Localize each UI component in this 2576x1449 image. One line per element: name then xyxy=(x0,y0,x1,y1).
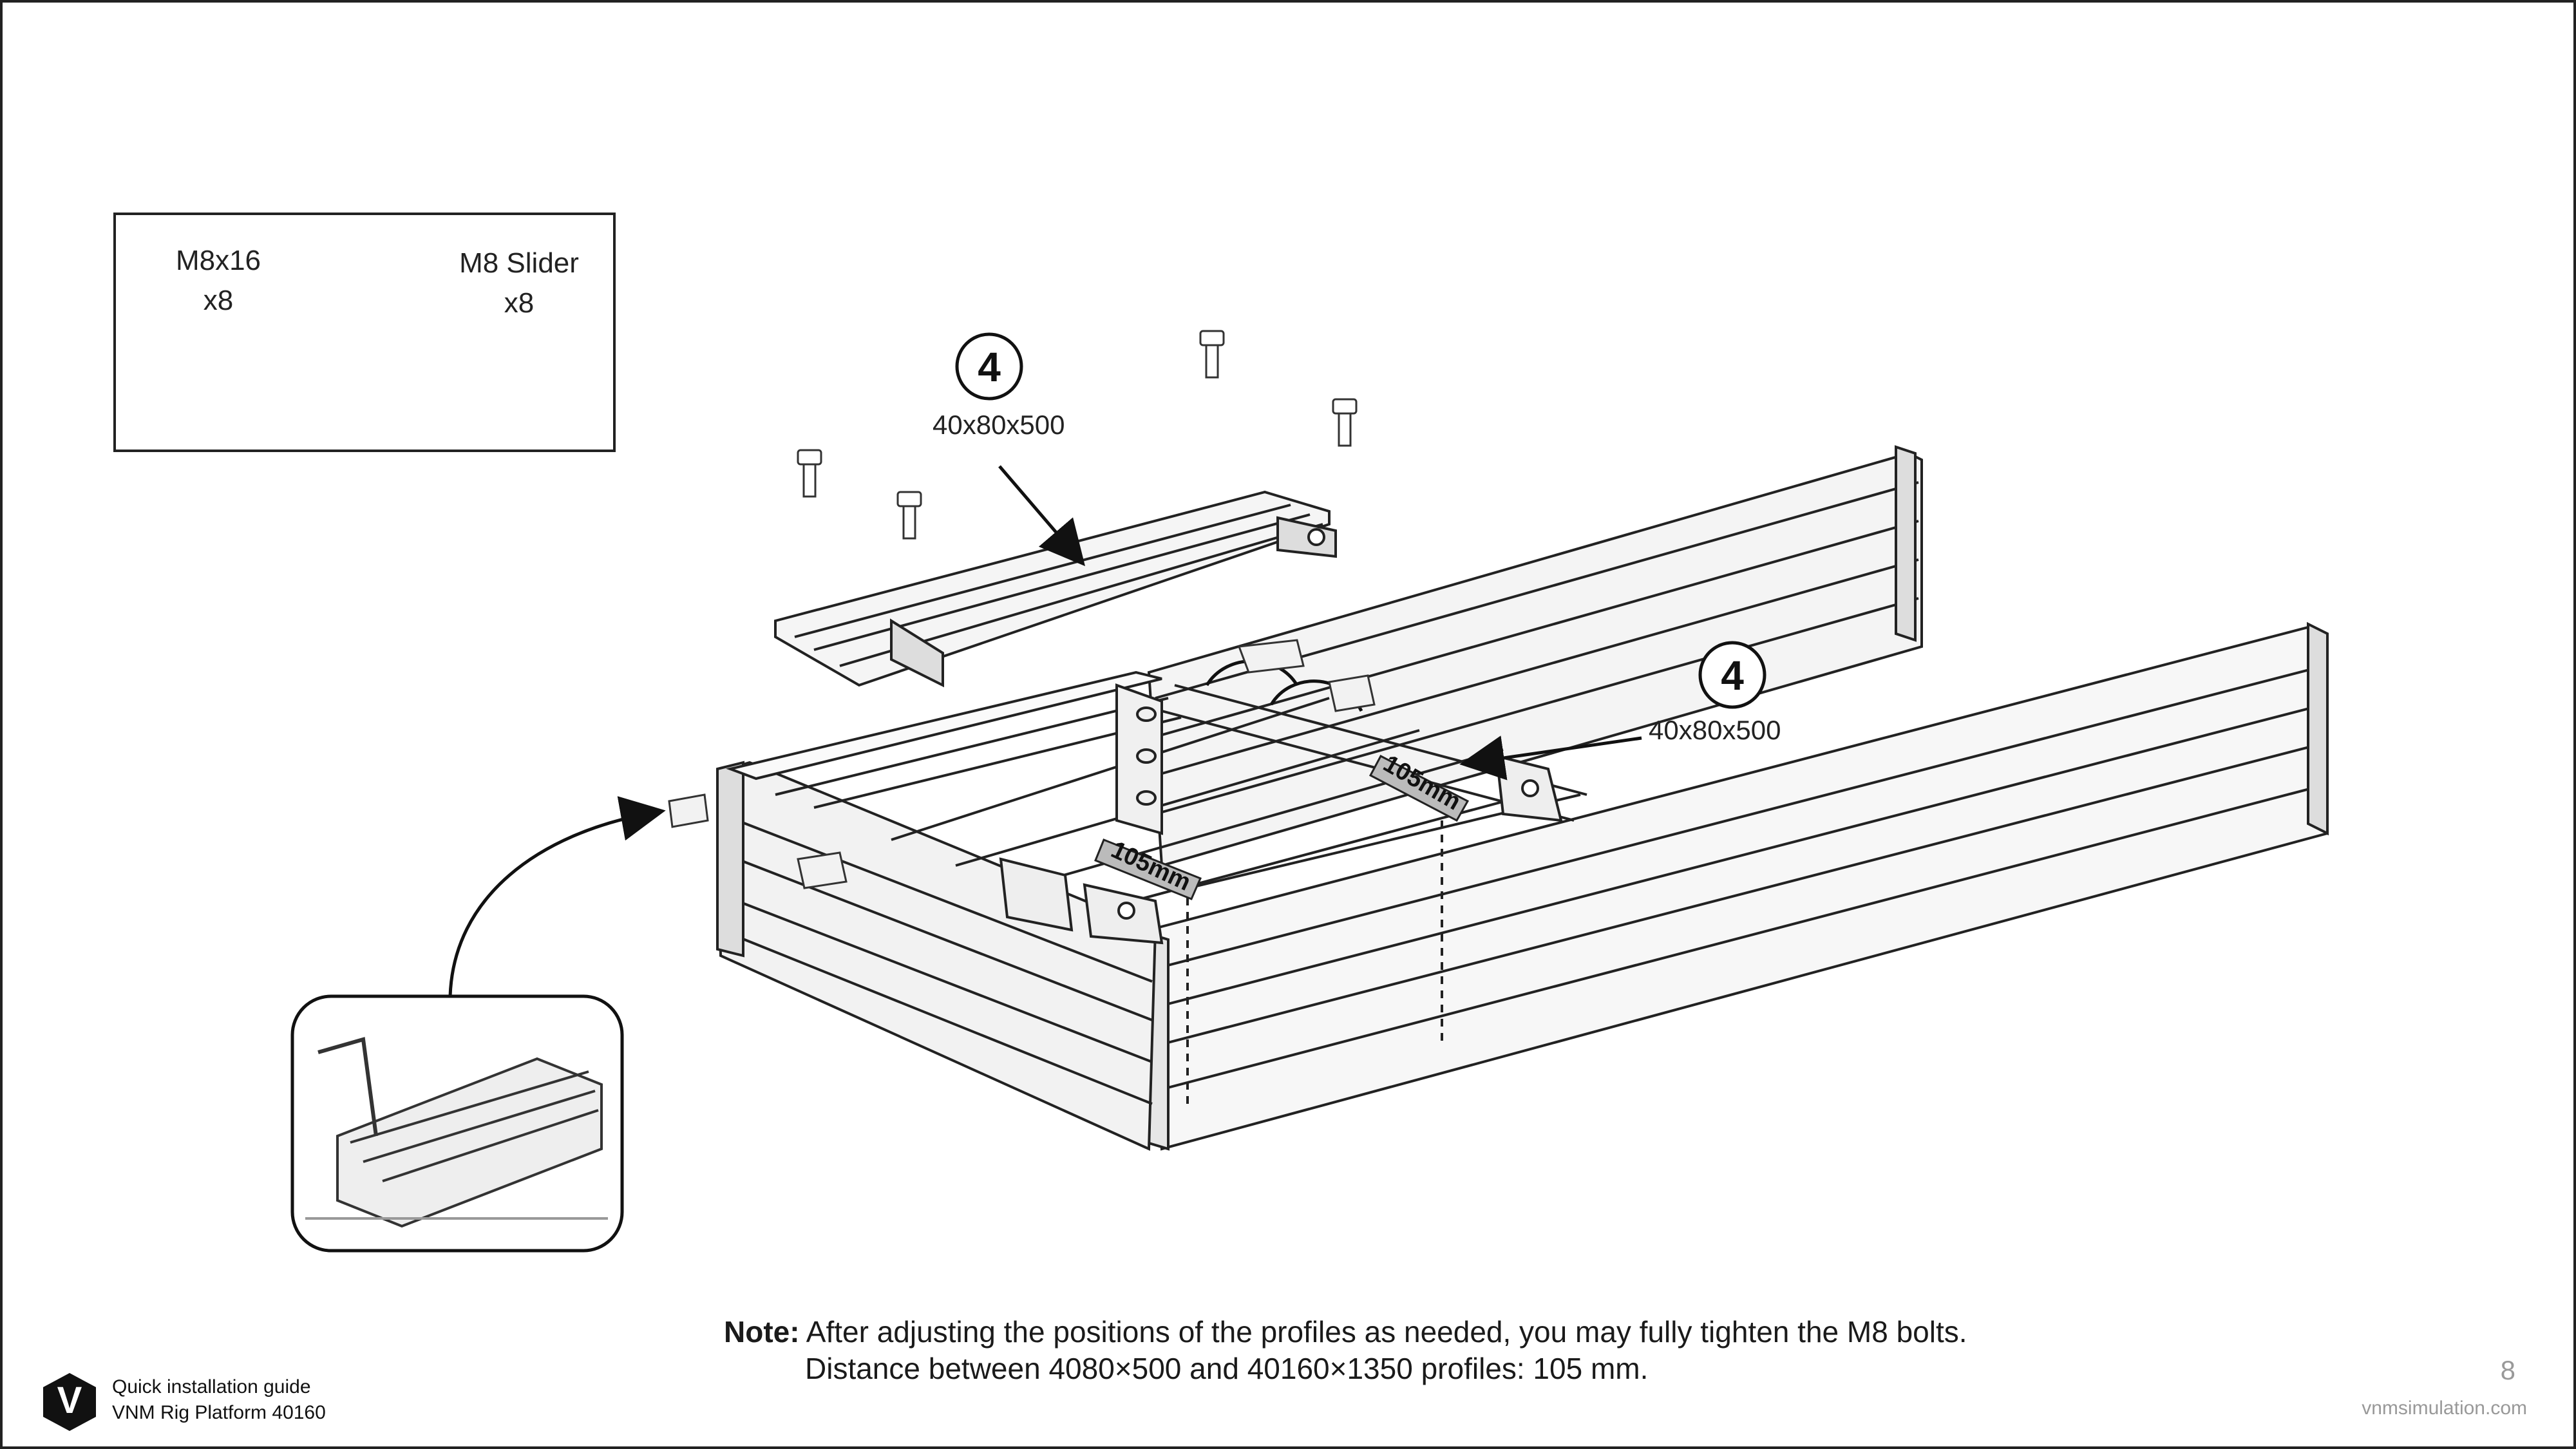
dimension-bar-1 xyxy=(1368,754,1470,822)
logo-letter: V xyxy=(57,1379,82,1421)
loose-profile-40x80x500 xyxy=(774,490,1337,688)
part-bolt-label: M8x16 x8 xyxy=(151,241,286,321)
note-line-2: Distance between 4080×500 and 40160×1350… xyxy=(805,1352,1649,1385)
part-bolt-qty: x8 xyxy=(203,285,234,316)
step-bubble-1 xyxy=(955,332,1023,401)
part-slider-qty: x8 xyxy=(504,287,535,319)
website-link[interactable]: vnmsimulation.com xyxy=(2362,1397,2527,1419)
footer-guide-info: Quick installation guide VNM Rig Platfor… xyxy=(112,1374,326,1426)
step-number-2: 4 xyxy=(1721,652,1744,699)
corner-brackets-left xyxy=(999,857,1164,945)
corner-bracket-right xyxy=(1495,754,1563,822)
dimension-bar-2 xyxy=(1094,838,1202,900)
slider-nuts xyxy=(668,639,1376,889)
part-bolt-name: M8x16 xyxy=(175,245,261,276)
parts-box: M8x16 x8 M8 Slider x8 xyxy=(113,213,616,452)
vnm-logo xyxy=(43,1373,96,1431)
note-line-1: After adjusting the positions of the pro… xyxy=(806,1315,1967,1349)
page-number: 8 xyxy=(2500,1355,2515,1385)
dimension-guides xyxy=(1186,820,1443,1110)
note-label: Note: xyxy=(724,1315,800,1349)
detail-inset xyxy=(290,994,624,1253)
guide-title: Quick installation guide xyxy=(112,1376,311,1397)
assembly-note: Note: After adjusting the positions of t… xyxy=(724,1311,1967,1352)
loose-bolts xyxy=(797,330,1358,540)
step-number-1: 4 xyxy=(978,344,1001,390)
step-bubble-2 xyxy=(1698,641,1766,709)
profile-label-1: 40x80x500 xyxy=(933,410,1065,440)
product-name: VNM Rig Platform 40160 xyxy=(112,1402,326,1423)
part-slider-label: M8 Slider x8 xyxy=(435,243,603,323)
profile-label-2: 40x80x500 xyxy=(1649,715,1781,745)
left-end-profile xyxy=(715,761,1157,1151)
part-slider-name: M8 Slider xyxy=(459,247,579,279)
vertical-plate xyxy=(1115,683,1163,835)
